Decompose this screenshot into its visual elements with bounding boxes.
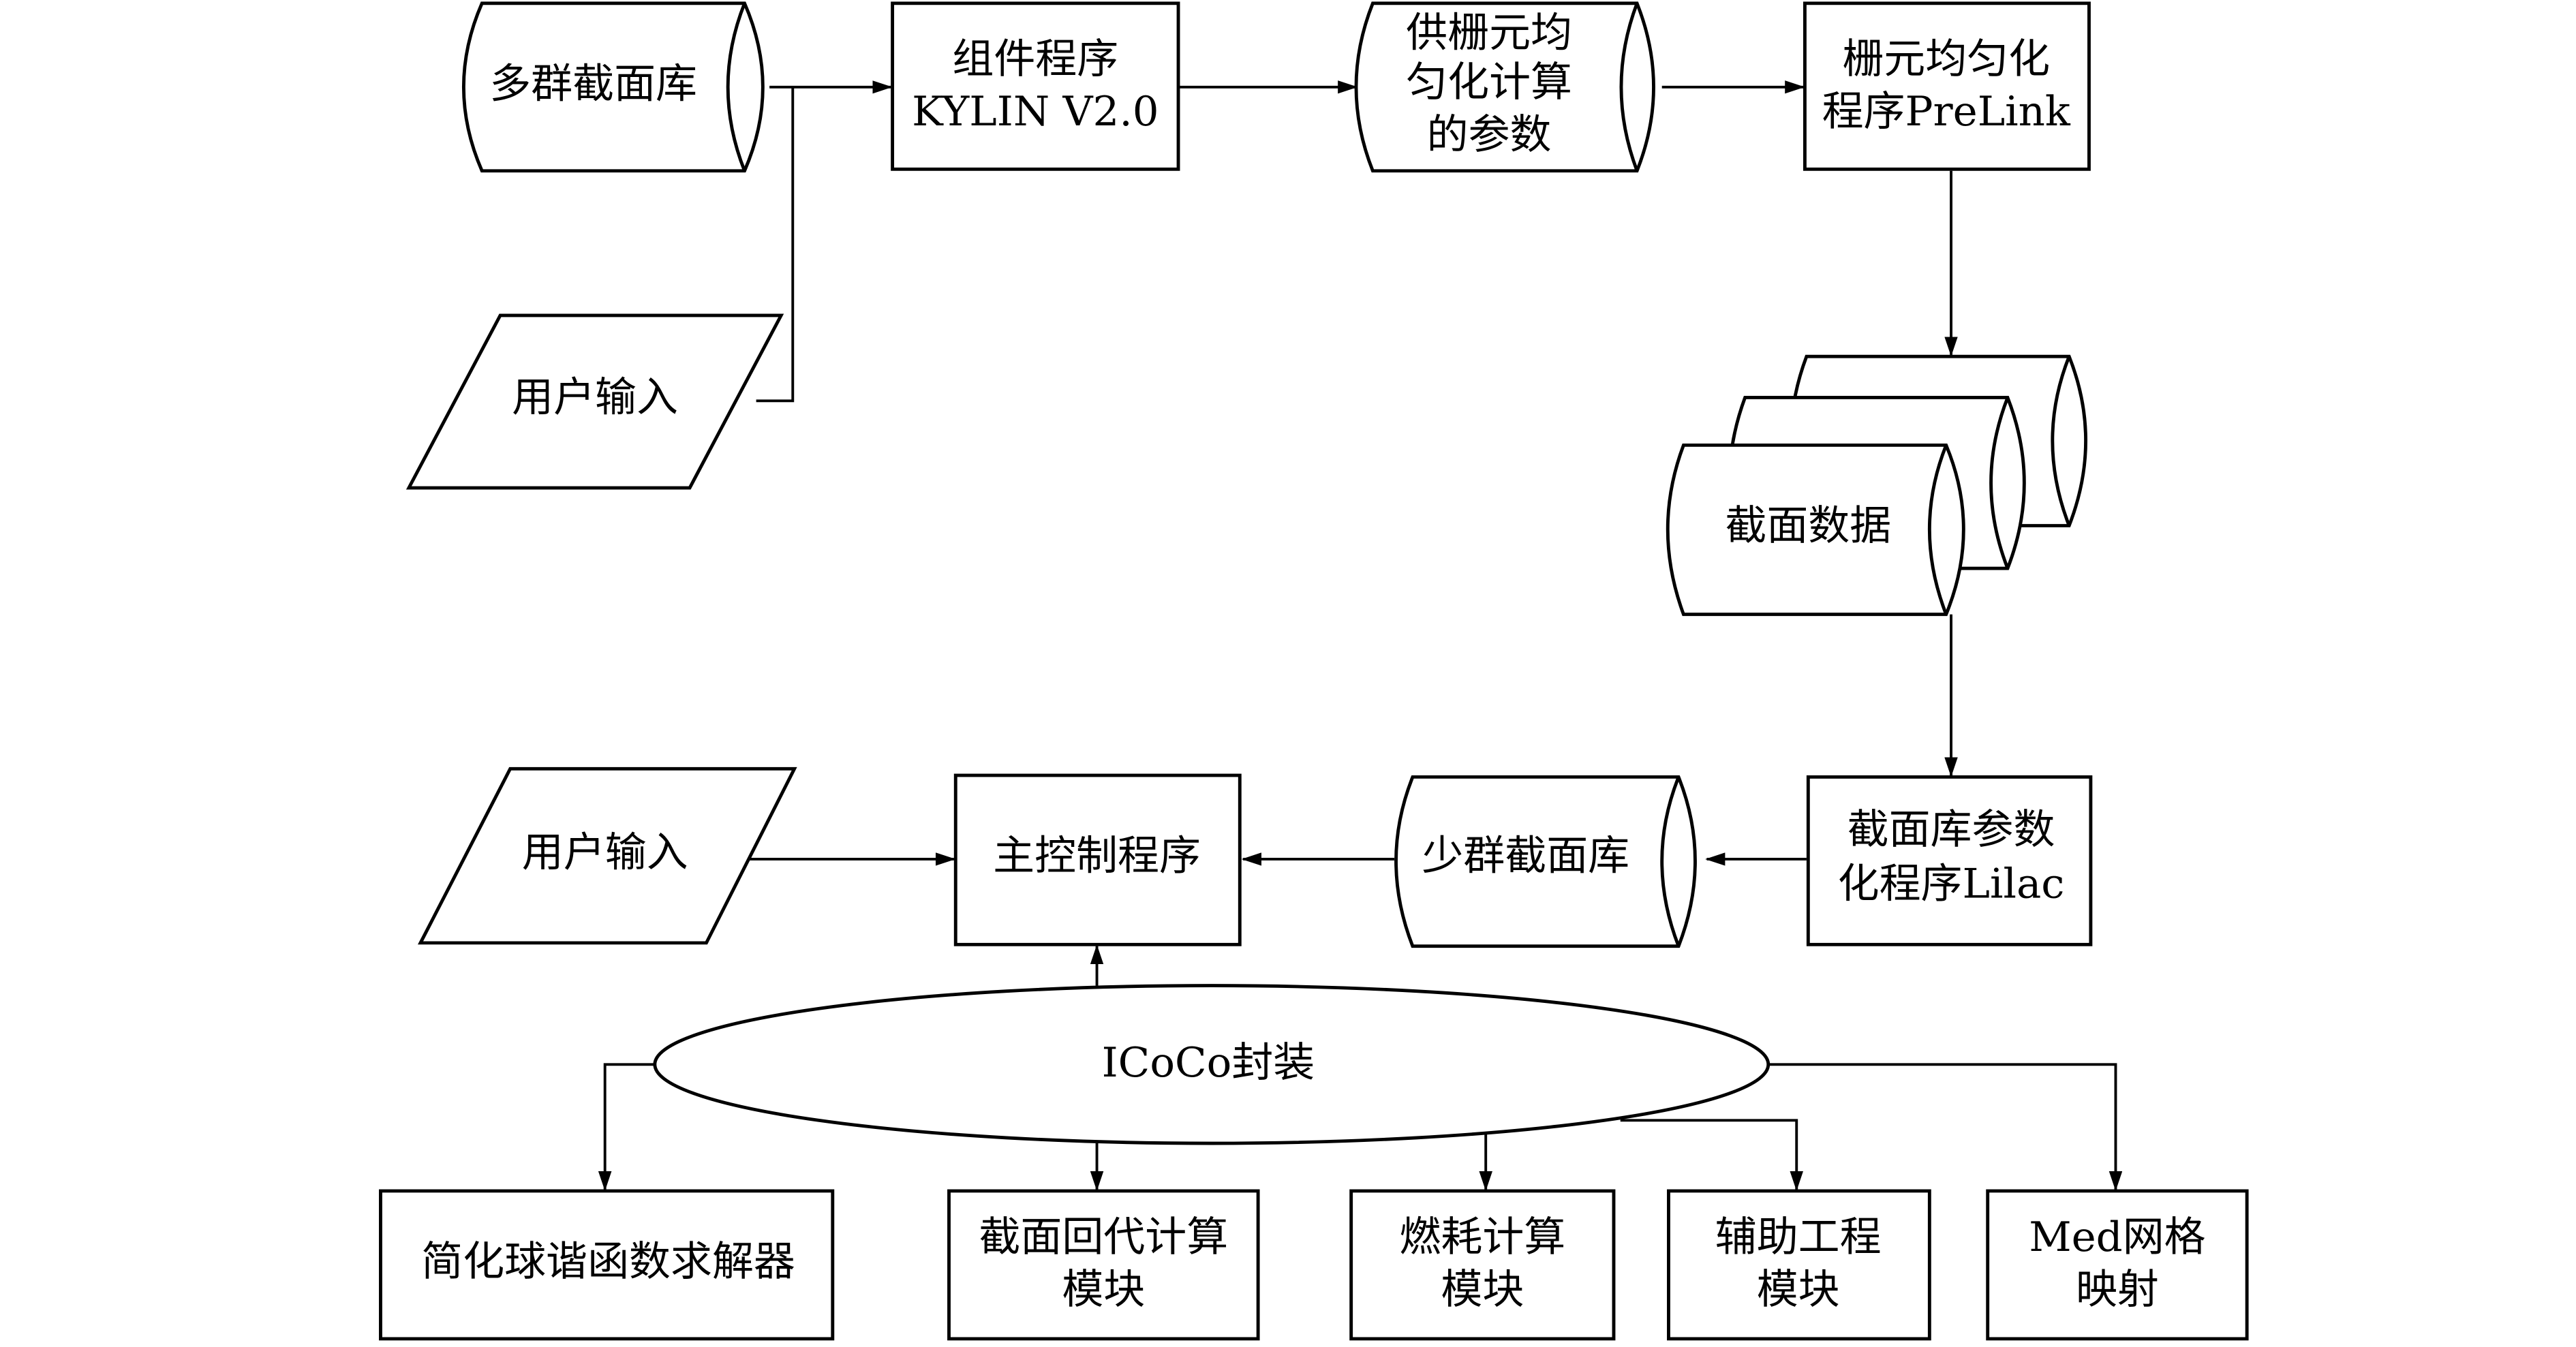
node-sph-solver[interactable]: 简化球谐函数求解器 [379,1189,835,1341]
node-kylin[interactable]: 组件程序 KYLIN V2.0 [891,1,1180,171]
node-label: 的参数 [1427,111,1552,159]
node-prelink[interactable]: 栅元均匀化 程序PreLink [1803,1,2091,171]
line-userinput-to-kylin [756,87,795,403]
node-user-input-bottom[interactable]: 用户输入 [418,767,797,945]
node-label: 辅助工程 [1715,1213,1882,1261]
node-xs-feedback[interactable]: 截面回代计算 模块 [947,1189,1260,1341]
node-fewgroup-library[interactable]: 少群截面库 [1394,775,1697,948]
node-user-input-top[interactable]: 用户输入 [405,313,784,490]
node-label: 映射 [2076,1266,2159,1314]
node-label: 模块 [1757,1266,1840,1314]
node-label: 少群截面库 [1422,833,1629,880]
node-label: 匀化计算 [1406,59,1572,106]
node-label: 截面数据 [1725,502,1891,550]
node-multigroup-library[interactable]: 多群截面库 [462,1,765,173]
node-burnup[interactable]: 燃耗计算 模块 [1349,1189,1616,1341]
node-label: 多群截面库 [489,61,697,108]
node-label: 截面库参数 [1847,806,2055,854]
node-label: KYLIN V2.0 [912,89,1159,136]
node-label: 栅元均匀化 [1842,35,2050,83]
node-label: 用户输入 [522,829,688,877]
node-label: 供栅元均 [1406,10,1572,57]
arrow-icoco-to-sph [598,1063,657,1191]
node-section-data[interactable]: 截面数据 [1666,354,2087,617]
arrow-icoco-to-aux [1620,1119,1803,1191]
node-homog-params[interactable]: 供栅元均 匀化计算 的参数 [1354,1,1655,173]
node-main-control[interactable]: 主控制程序 [953,773,1242,946]
node-lilac[interactable]: 截面库参数 化程序Lilac [1806,775,2093,946]
arrow-icoco-to-med [1768,1063,2123,1191]
node-label: 燃耗计算 [1399,1213,1565,1261]
node-label: ICoCo封装 [1102,1040,1315,1087]
node-label: 模块 [1441,1266,1524,1314]
node-med-mesh[interactable]: Med网格 映射 [1986,1189,2249,1341]
node-label: 模块 [1062,1266,1145,1314]
node-aux-engineering[interactable]: 辅助工程 模块 [1667,1189,1931,1341]
node-label: 用户输入 [512,374,678,422]
node-label: 程序PreLink [1822,89,2072,136]
node-label: 组件程序 [952,35,1118,83]
node-label: Med网格 [2029,1213,2205,1261]
node-label: 简化球谐函数求解器 [421,1238,795,1286]
node-icoco[interactable]: ICoCo封装 [653,984,1770,1145]
node-label: 截面回代计算 [979,1213,1228,1261]
node-label: 主控制程序 [993,833,1201,880]
node-label: 化程序Lilac [1838,861,2065,908]
connectors [598,80,2123,1191]
